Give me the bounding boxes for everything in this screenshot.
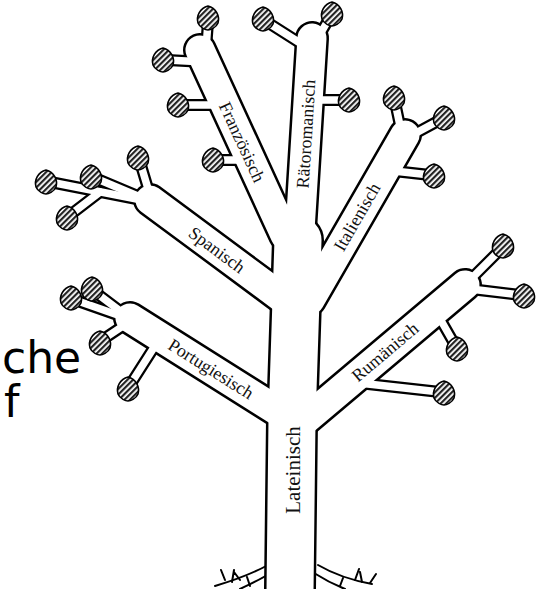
leaf <box>89 331 110 355</box>
leaf <box>197 6 218 30</box>
leaf <box>152 48 173 72</box>
leaf <box>252 7 273 31</box>
branch-fills <box>50 17 520 589</box>
leaf <box>433 106 454 130</box>
leaf <box>202 148 223 172</box>
leaf <box>513 284 534 308</box>
leaf <box>338 88 359 112</box>
leaf <box>127 146 148 170</box>
branch-label: Portugiesisch <box>165 336 257 403</box>
leaf <box>60 286 81 310</box>
leaf <box>167 93 188 117</box>
leaf <box>433 381 454 405</box>
slide-text-fragment: che <box>2 336 81 380</box>
slide-text-fragment: f <box>4 380 20 424</box>
leaf <box>423 164 444 188</box>
leaf <box>56 206 77 230</box>
leaf <box>321 2 342 26</box>
trunk-label: Lateinisch <box>283 426 304 513</box>
leaves <box>35 2 534 405</box>
leaf <box>383 86 404 110</box>
leaf <box>492 234 513 258</box>
leaf <box>446 337 467 361</box>
leaf <box>80 165 101 189</box>
branch-outlines <box>50 17 520 589</box>
leaf <box>35 170 56 194</box>
leaf <box>117 377 138 401</box>
leaf <box>81 277 102 301</box>
